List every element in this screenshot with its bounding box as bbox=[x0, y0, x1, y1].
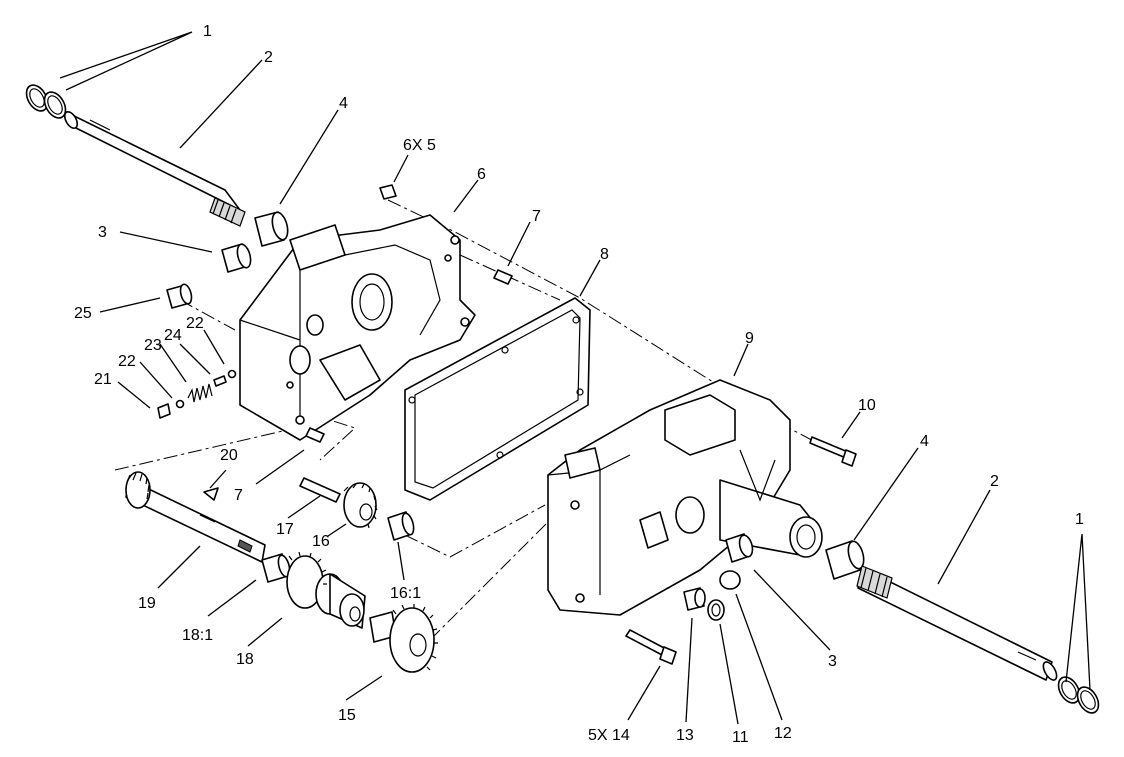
part-18-cluster-gear bbox=[286, 551, 366, 629]
part-10-bolt bbox=[809, 436, 857, 467]
callout-4-right: 4 bbox=[920, 433, 929, 450]
callout-labels: 1 2 4 6X 5 6 3 7 8 25 22 23 24 22 21 9 1… bbox=[74, 23, 1084, 746]
callout-22-upper: 22 bbox=[186, 315, 204, 332]
callout-6x5: 6X 5 bbox=[403, 137, 436, 154]
part-6-nut bbox=[379, 184, 397, 200]
callout-15: 15 bbox=[338, 707, 356, 724]
callout-4-top: 4 bbox=[339, 95, 348, 112]
callout-24: 24 bbox=[164, 327, 182, 344]
part-8-gasket bbox=[404, 297, 591, 501]
part-12-bushing bbox=[719, 570, 741, 590]
part-23-spring bbox=[187, 383, 213, 403]
callout-16: 16 bbox=[312, 533, 330, 550]
callout-25: 25 bbox=[74, 305, 92, 322]
callout-3-right: 3 bbox=[828, 653, 837, 670]
callout-13: 13 bbox=[676, 727, 694, 744]
callout-18-1: 18:1 bbox=[182, 627, 213, 644]
part-7-pin-bottom bbox=[305, 427, 325, 443]
part-4-bushing-top bbox=[254, 211, 289, 247]
callout-8: 8 bbox=[600, 246, 609, 263]
part-3-bushing-left bbox=[221, 243, 252, 273]
part-21-plug bbox=[157, 403, 171, 419]
callout-6: 6 bbox=[477, 166, 486, 183]
part-14-bolt bbox=[625, 629, 677, 665]
callout-3-left: 3 bbox=[98, 224, 107, 241]
callout-7-top: 7 bbox=[532, 208, 541, 225]
callout-21: 21 bbox=[94, 371, 112, 388]
callout-22-lower: 22 bbox=[118, 353, 136, 370]
callout-20: 20 bbox=[220, 447, 238, 464]
callout-1-right: 1 bbox=[1075, 511, 1084, 528]
part-19-gear-shaft bbox=[125, 471, 266, 563]
part-16-1-bushing bbox=[387, 511, 415, 541]
part-25-bushing bbox=[166, 283, 193, 309]
part-24-pin bbox=[213, 375, 227, 387]
part-17-pin bbox=[299, 477, 341, 503]
callout-2-top: 2 bbox=[264, 49, 273, 66]
right-housing bbox=[547, 379, 823, 616]
callout-23: 23 bbox=[144, 337, 162, 354]
part-2-shaft-right bbox=[856, 565, 1058, 681]
part-1-snap-rings-right bbox=[1057, 676, 1100, 714]
callout-16-1: 16:1 bbox=[390, 585, 421, 602]
part-7-pin-top bbox=[493, 269, 513, 285]
callout-10: 10 bbox=[858, 397, 876, 414]
left-housing bbox=[239, 214, 476, 441]
part-22-ball-lower bbox=[175, 399, 185, 409]
callout-1-top: 1 bbox=[203, 23, 212, 40]
part-13-bushing bbox=[683, 587, 706, 611]
callout-18: 18 bbox=[236, 651, 254, 668]
callout-11: 11 bbox=[732, 729, 749, 746]
part-1-snap-rings-left bbox=[25, 84, 67, 119]
leader-lines bbox=[59, 31, 1091, 725]
part-15-gear bbox=[369, 604, 438, 673]
part-20-key bbox=[203, 487, 219, 501]
callout-5x14: 5X 14 bbox=[588, 727, 630, 744]
callout-12: 12 bbox=[774, 725, 792, 742]
callout-17: 17 bbox=[276, 521, 294, 538]
callout-2-right: 2 bbox=[990, 473, 999, 490]
part-2-shaft-left bbox=[63, 111, 246, 227]
part-4-bushing-right bbox=[825, 540, 865, 580]
part-16-gear bbox=[343, 482, 378, 529]
part-22-ball-upper bbox=[227, 369, 237, 379]
callout-19: 19 bbox=[138, 595, 156, 612]
part-11-washer bbox=[707, 599, 725, 621]
callout-7-bottom: 7 bbox=[234, 487, 243, 504]
part-3-bushing-right bbox=[725, 533, 754, 563]
callout-9: 9 bbox=[745, 330, 754, 347]
